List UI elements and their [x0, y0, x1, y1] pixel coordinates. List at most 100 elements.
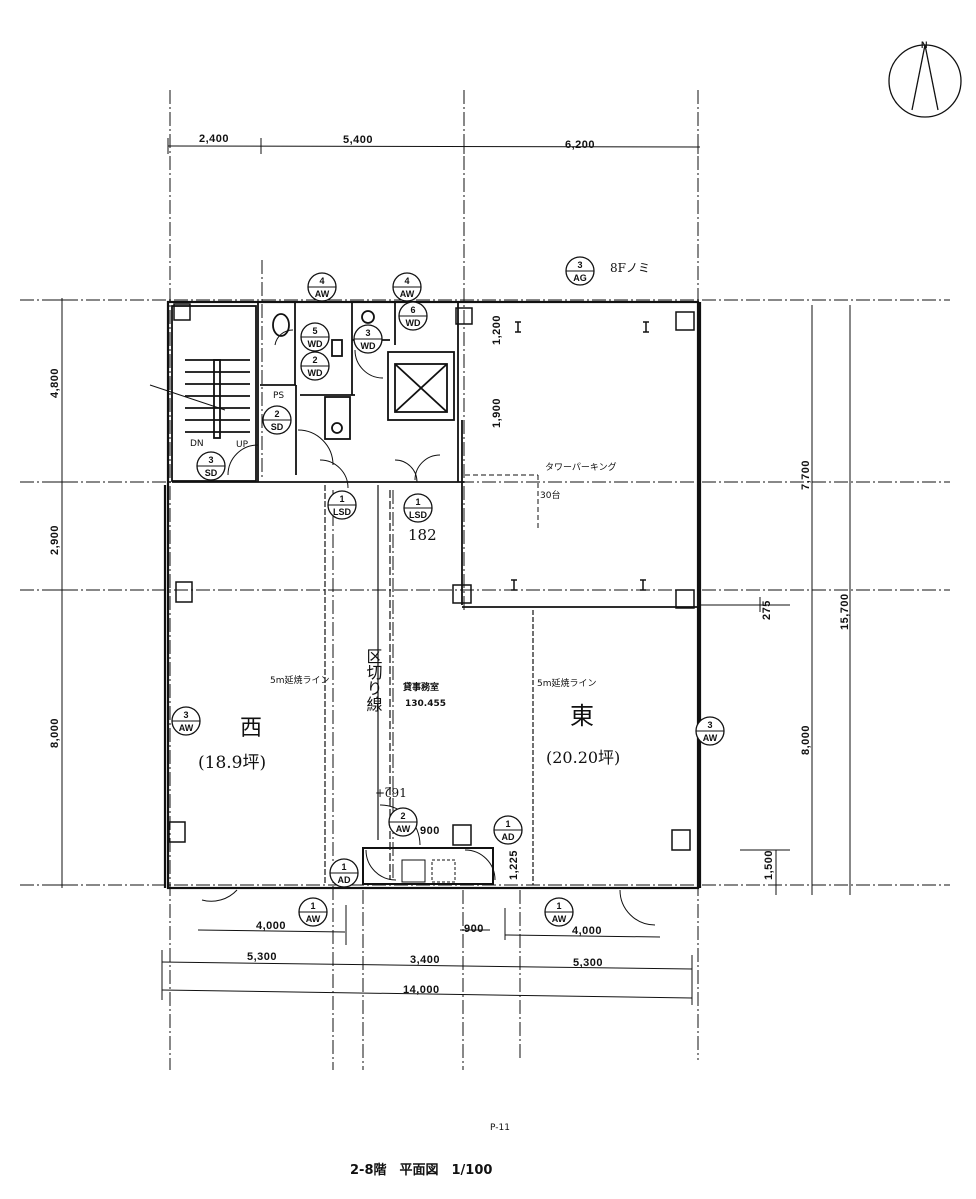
entrance-vestibule	[362, 847, 494, 885]
svg-text:3: 3	[208, 455, 213, 465]
dim-right-total: 15,700	[839, 593, 851, 630]
tag-aw-1: 1AW	[298, 897, 328, 927]
svg-text:SD: SD	[271, 422, 284, 432]
west-room-area: (18.9坪)	[198, 753, 266, 773]
west-fire-line-note: 5m延焼ライン	[270, 674, 330, 686]
ibeam-marks	[511, 321, 649, 591]
svg-text:1: 1	[339, 494, 344, 504]
dim-bottom-1: 4,000	[256, 920, 286, 932]
svg-text:2: 2	[400, 811, 405, 821]
svg-text:AW: AW	[396, 824, 411, 834]
dim-core-1: 1,200	[491, 315, 503, 345]
svg-text:WD: WD	[406, 318, 421, 328]
dim-bottom-total: 14,000	[403, 984, 440, 996]
svg-text:WD: WD	[361, 341, 376, 351]
svg-text:3: 3	[577, 260, 582, 270]
svg-text:2: 2	[312, 355, 317, 365]
west-room-name: 西	[240, 716, 262, 741]
exterior-walls	[163, 300, 702, 890]
door-note: 182	[408, 526, 437, 544]
east-room-area: (20.20坪)	[546, 748, 620, 767]
tag-aw-4: 4AW	[307, 272, 337, 302]
svg-text:AW: AW	[179, 723, 194, 733]
tag-ag-3: 3AG	[565, 256, 595, 286]
stair-up-label: UP	[236, 440, 249, 450]
svg-text:6: 6	[410, 305, 415, 315]
core-block	[149, 302, 700, 608]
dim-right-3: 8,000	[800, 725, 812, 755]
dim-core-2: 1,900	[491, 398, 503, 428]
svg-text:AG: AG	[573, 273, 587, 283]
svg-text:3: 3	[183, 710, 188, 720]
svg-text:1: 1	[415, 497, 420, 507]
drawing-title: 2-8階 平面図 1/100	[350, 1162, 492, 1178]
dim-left-1: 4,800	[49, 368, 61, 398]
partition-mark: +ζ91	[375, 786, 407, 800]
center-room-label: 貸事務室	[403, 681, 439, 693]
svg-text:2: 2	[274, 409, 279, 419]
parking-count: 30台	[540, 489, 560, 501]
svg-text:1: 1	[341, 862, 346, 872]
page-mark: P-11	[490, 1123, 510, 1133]
dim-right-2: 275	[761, 600, 773, 620]
dimension-texts: 2,400 5,400 6,200 4,800 2,900 8,000 7,70…	[49, 133, 851, 996]
svg-text:5: 5	[312, 326, 317, 336]
partition-lines	[324, 485, 534, 885]
dim-bottom-5: 3,400	[410, 954, 440, 966]
columns	[168, 303, 695, 851]
svg-text:SD: SD	[205, 468, 218, 478]
svg-text:1: 1	[505, 819, 510, 829]
tag-aw-1: 1AW	[544, 897, 574, 927]
svg-text:AD: AD	[338, 875, 351, 885]
svg-text:3: 3	[707, 720, 712, 730]
svg-text:AW: AW	[552, 914, 567, 924]
dim-bottom-6: 5,300	[573, 957, 603, 969]
grid-lines	[20, 90, 950, 1070]
tag-sd-3: 3SD	[196, 451, 226, 481]
partition-label: 区切り線	[364, 648, 383, 712]
svg-text:4: 4	[404, 276, 409, 286]
ps-label: PS	[273, 391, 284, 401]
tag-aw-3: 3AW	[171, 706, 201, 736]
dim-bottom-4: 5,300	[247, 951, 277, 963]
center-room-value: 130.455	[405, 699, 446, 709]
svg-text:AW: AW	[315, 289, 330, 299]
svg-text:LSD: LSD	[409, 510, 428, 520]
dim-left-3: 8,000	[49, 718, 61, 748]
tag-wd-5: 5WD	[300, 322, 330, 352]
svg-text:4: 4	[319, 276, 324, 286]
svg-text:AD: AD	[502, 832, 515, 842]
dim-entrance-2: 1,225	[508, 850, 520, 880]
dim-bottom-3: 4,000	[572, 925, 602, 937]
east-fire-line-note: 5m延焼ライン	[537, 677, 597, 689]
floor-note: 8Fノミ	[610, 261, 650, 275]
svg-text:1: 1	[310, 901, 315, 911]
dim-top-2: 5,400	[343, 134, 373, 146]
tag-wd-6: 6WD	[398, 301, 428, 331]
parking-label: タワーパーキング	[545, 461, 617, 473]
dim-entrance-1: 900	[420, 825, 440, 837]
parking-outline	[465, 474, 539, 528]
room-labels: 5m延焼ライン 5m延焼ライン 西 (18.9坪) 東 (20.20坪) 貸事務…	[190, 261, 650, 800]
tag-ad-1: 1AD	[329, 858, 359, 888]
tag-aw-3: 3AW	[695, 716, 725, 746]
svg-text:AW: AW	[400, 289, 415, 299]
left-dimension-line	[54, 298, 70, 888]
dim-top-3: 6,200	[565, 139, 595, 151]
svg-text:3: 3	[365, 328, 370, 338]
svg-text:AW: AW	[703, 733, 718, 743]
dim-right-1: 7,700	[800, 460, 812, 490]
tag-sd-2: 2SD	[262, 405, 292, 435]
dim-left-2: 2,900	[49, 525, 61, 555]
right-dimension-lines	[700, 305, 851, 895]
stair-dn-label: DN	[190, 439, 204, 449]
tag-wd-3: 3WD	[353, 324, 383, 354]
tag-aw-4: 4AW	[392, 272, 422, 302]
svg-text:WD: WD	[308, 339, 323, 349]
svg-text:LSD: LSD	[333, 507, 352, 517]
bottom-dimension-lines	[161, 905, 693, 1005]
